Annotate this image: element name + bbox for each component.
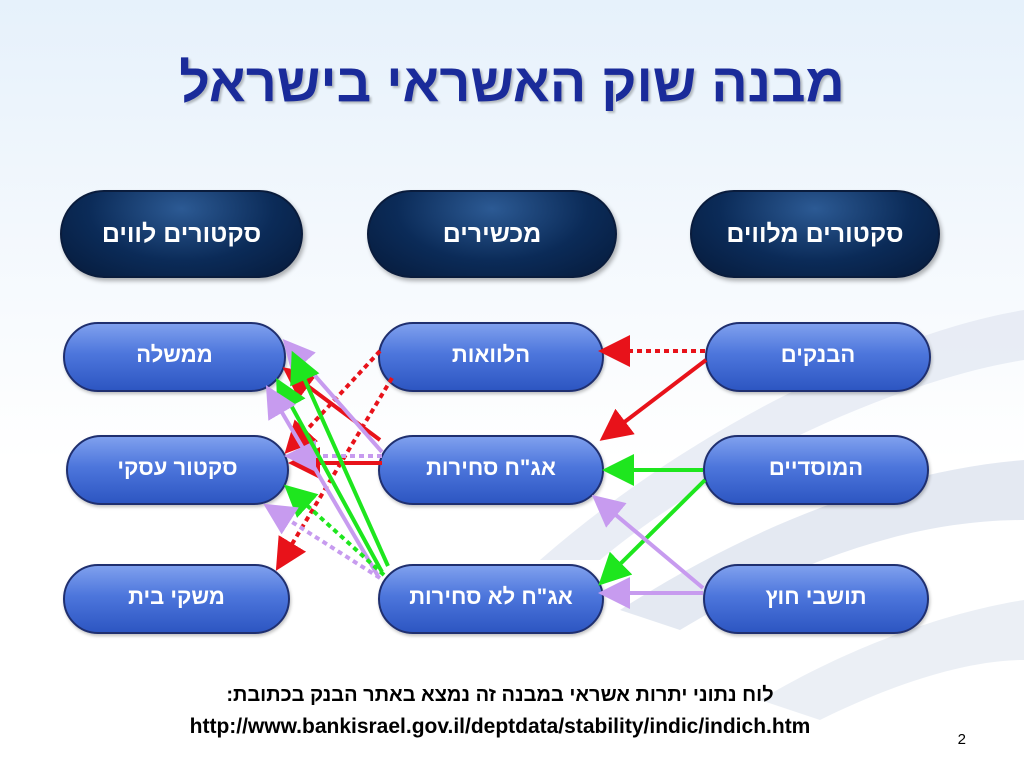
arrow-tradable-to-government-lilac <box>282 338 384 454</box>
node-nontradable-bonds: אג"ח לא סחירות <box>378 564 604 634</box>
header-borrowers: סקטורים לווים <box>60 190 303 278</box>
arrow-nontradable-to-government <box>290 350 390 567</box>
node-tradable-bonds: אג"ח סחירות <box>378 435 604 505</box>
node-banks: הבנקים <box>705 322 931 392</box>
arrow-nontradable-to-business-green <box>284 484 386 577</box>
arrow-loans-to-households <box>275 376 394 571</box>
arrow-loans-to-business <box>284 349 382 454</box>
page-number: 2 <box>957 731 966 748</box>
arrow-tradable-to-government <box>282 367 382 442</box>
footer-note: לוח נתוני יתרות אשראי במבנה זה נמצא באתר… <box>226 684 774 706</box>
node-government: ממשלה <box>63 322 286 392</box>
arrow-nontradable-to-government-2 <box>276 377 384 573</box>
arrow-nontradable-to-business-lilac <box>263 503 382 580</box>
arrow-foreign-to-tradable <box>591 494 705 590</box>
node-institutional: המוסדיים <box>703 435 929 505</box>
header-lenders: סקטורים מלווים <box>690 190 940 278</box>
arrow-institutional-to-nontradable <box>598 478 707 586</box>
footer-url[interactable]: http://www.bankisrael.gov.il/deptdata/st… <box>189 715 811 738</box>
arrow-banks-to-tradable <box>599 358 708 441</box>
arrow-nontradable-to-government-lilac <box>265 385 380 578</box>
page-title: מבנה שוק האשראי בישראל <box>179 53 845 113</box>
node-households: משקי בית <box>63 564 290 634</box>
header-instruments: מכשירים <box>367 190 617 278</box>
node-foreign-residents: תושבי חוץ <box>703 564 929 634</box>
node-loans: הלוואות <box>378 322 604 392</box>
node-business-sector: סקטור עסקי <box>66 435 289 505</box>
